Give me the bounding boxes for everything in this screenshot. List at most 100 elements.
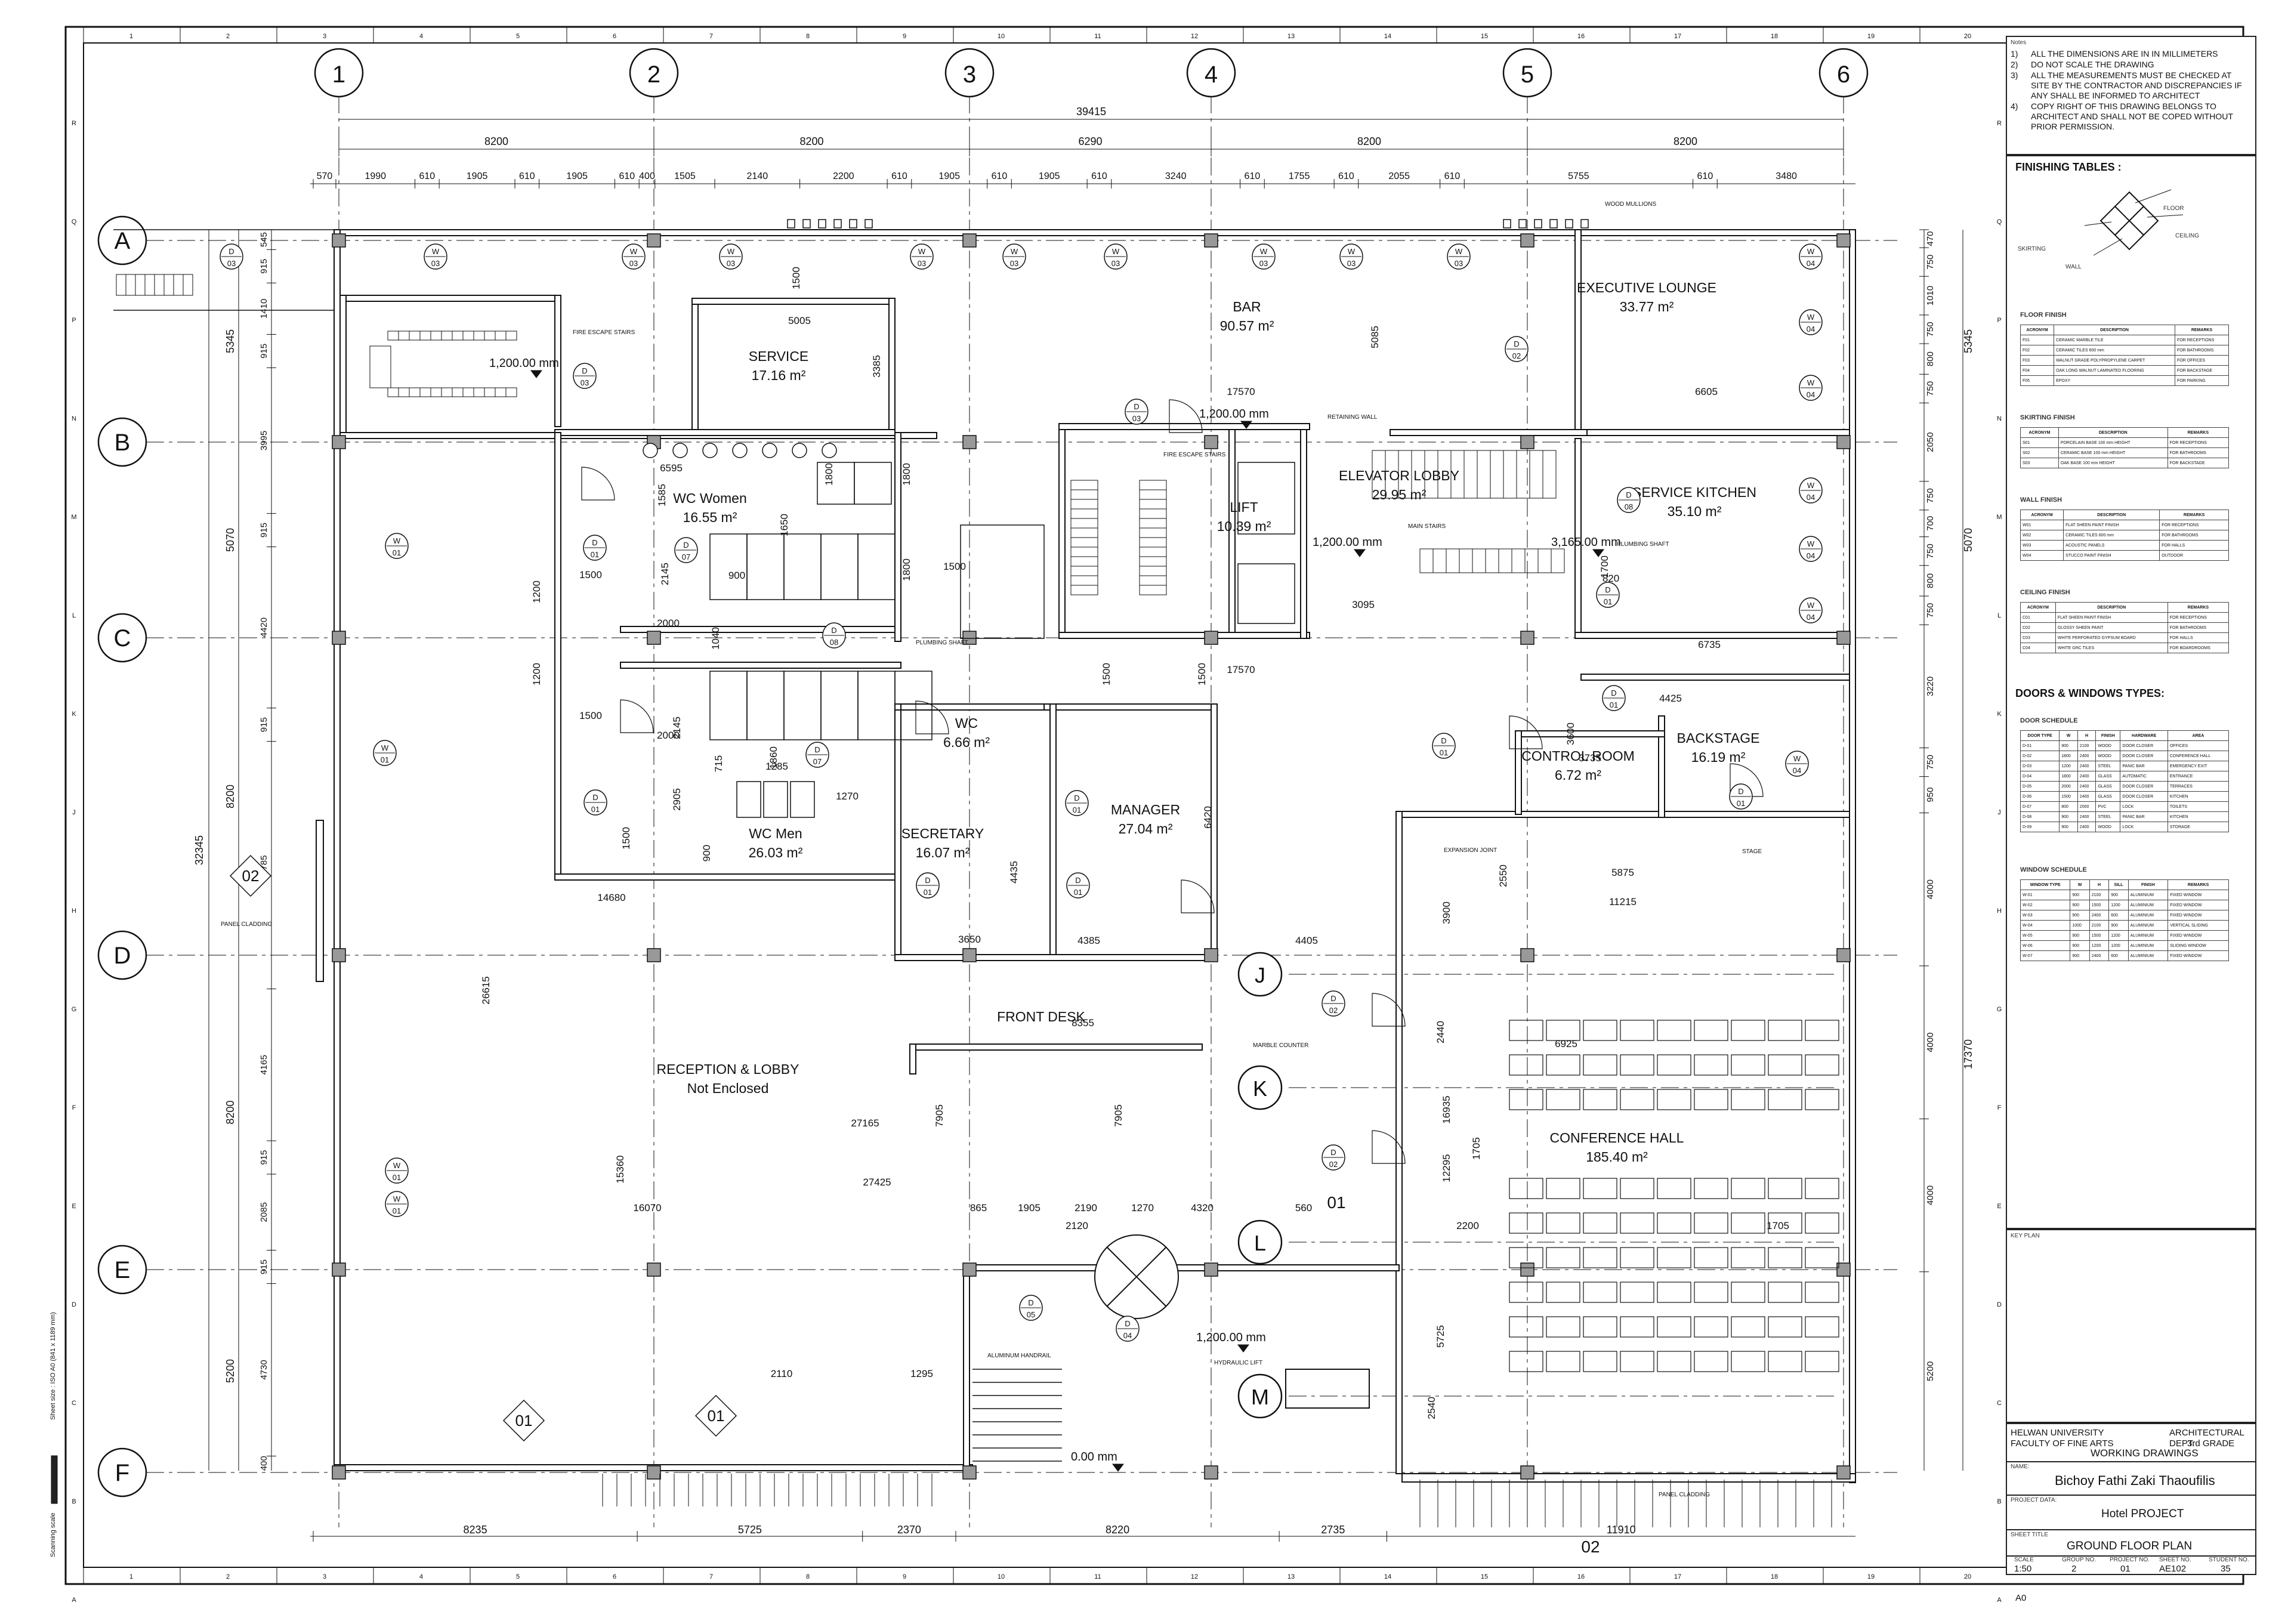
dim-text: 1800 (901, 558, 912, 581)
structural-column (1520, 1465, 1534, 1480)
main-stair-tread (1529, 450, 1543, 499)
seat (1583, 1351, 1617, 1372)
table-cell: FOR BOARDROOMS (2167, 643, 2230, 653)
door-tag-letter: D (1075, 876, 1080, 885)
window-tag-number: 01 (381, 755, 389, 764)
seat (1509, 1054, 1543, 1076)
dim-text: 2540 (1426, 1397, 1437, 1419)
border-letter: J (1997, 809, 2001, 816)
structural-column (1836, 233, 1851, 248)
fire-stair-tread (441, 387, 453, 397)
border-number: 14 (1384, 1573, 1391, 1580)
grade: 3rd GRADE (2187, 1438, 2235, 1449)
table-cell: S01 (2020, 437, 2059, 448)
finish-table-title: CEILING FINISH (2020, 589, 2070, 596)
table-cell: FOR BACKSTAGE (2167, 458, 2230, 468)
table-cell: 2100 (2089, 920, 2110, 931)
border-number: 8 (806, 33, 810, 40)
table-cell: 1800 (2059, 771, 2078, 782)
core-stair-tread (1070, 480, 1098, 490)
main-stair-tread (1463, 450, 1478, 499)
main-stair-tread (1516, 450, 1530, 499)
shaft (960, 524, 1045, 639)
seat (1694, 1212, 1728, 1234)
urinal (736, 781, 761, 818)
window-tag-letter: W (1807, 601, 1815, 610)
level-text: 3,165.00 mm (1551, 536, 1621, 549)
door-tag-letter: D (229, 247, 234, 256)
main-stair-tread (1511, 548, 1526, 573)
grid-bubble-secondary (1237, 1219, 1283, 1265)
door-tag-letter: D (1125, 1319, 1130, 1328)
fire-stair-tread (473, 387, 485, 397)
callout-panel-cladding: PANEL CLADDING (221, 921, 272, 928)
main-stair-tread (1477, 450, 1491, 499)
dim-text: 915 (259, 1259, 269, 1274)
dim-text: 750 (1925, 755, 1935, 770)
window-tag-number: 04 (1793, 766, 1801, 775)
table-header: DESCRIPTION (2054, 325, 2176, 335)
finishing-diagram (2084, 189, 2184, 256)
door-swing (581, 467, 615, 501)
grid-label-row: D (114, 943, 131, 969)
drawing-frame (83, 42, 2008, 1568)
fire-stair-tread (387, 331, 399, 341)
outer-wall-west (334, 229, 341, 1471)
table-cell: C04 (2020, 643, 2056, 653)
dim-text: 8200 (1674, 135, 1697, 147)
door-tag-letter: D (1134, 402, 1139, 411)
office-wall-south (894, 954, 1218, 961)
table-cell: FOR OFFICES (2175, 355, 2229, 366)
table-cell: W-03 (2020, 910, 2071, 921)
table-cell: W-07 (2020, 950, 2071, 961)
window-mullion (802, 219, 811, 229)
table-cell: C02 (2020, 622, 2056, 633)
callout-plumbing-shaft-2: PLUMBING SHAFT (916, 640, 968, 646)
dim-text: 6595 (660, 462, 683, 474)
dim-text: 1200 (531, 663, 542, 686)
wc-cubicle (854, 462, 892, 505)
door-tag-letter: D (683, 541, 688, 549)
section-marker-label: 01 (1327, 1193, 1345, 1212)
structural-column (1204, 1262, 1218, 1277)
door-tag-letter: D (1441, 736, 1446, 745)
table-header: H (2077, 730, 2097, 741)
table-cell: F04 (2020, 365, 2055, 376)
table-cell: 2000 (2077, 801, 2097, 812)
border-letter: C (72, 1400, 76, 1407)
seat (1583, 1054, 1617, 1076)
callout-expansion-joint: EXPANSION JOINT (1444, 847, 1497, 854)
dim-text: 1705 (1767, 1220, 1789, 1231)
border-number: 18 (1771, 1573, 1778, 1580)
border-letter: K (1997, 711, 2002, 718)
dim-text: 5755 (1568, 171, 1589, 181)
table-cell: 1500 (2089, 900, 2110, 910)
dim-text: 610 (992, 171, 1008, 181)
structural-column (647, 631, 661, 645)
seat (1657, 1212, 1691, 1234)
border-letter: M (71, 514, 76, 521)
drawing-type: WORKING DRAWINGS (2091, 1447, 2199, 1459)
table-cell: 2400 (2077, 751, 2097, 761)
title-block-panel: Notes 1)ALL THE DIMENSIONS ARE IN IN MIL… (2006, 36, 2256, 1603)
fire-stair-tread (473, 331, 485, 341)
table-cell: D-05 (2020, 781, 2060, 792)
border-letter: E (1997, 1203, 2001, 1210)
window-tag-number: 04 (1807, 390, 1815, 399)
seat (1805, 1178, 1839, 1199)
dim-text: 6420 (1202, 806, 1214, 829)
dim-text: 5345 (1962, 329, 1974, 353)
basin (643, 443, 658, 458)
table-header: W (2070, 879, 2090, 890)
dim-text: 8355 (1072, 1017, 1094, 1029)
table-cell: FOR PARKING (2175, 375, 2229, 386)
dim-text: 800 (1925, 351, 1935, 366)
table-cell: STEEL (2095, 761, 2121, 771)
grid-bubble-row (97, 417, 147, 467)
core-stair-tread (1070, 518, 1098, 529)
table-cell: OAK BASE 100 mm HEIGHT (2058, 458, 2168, 468)
